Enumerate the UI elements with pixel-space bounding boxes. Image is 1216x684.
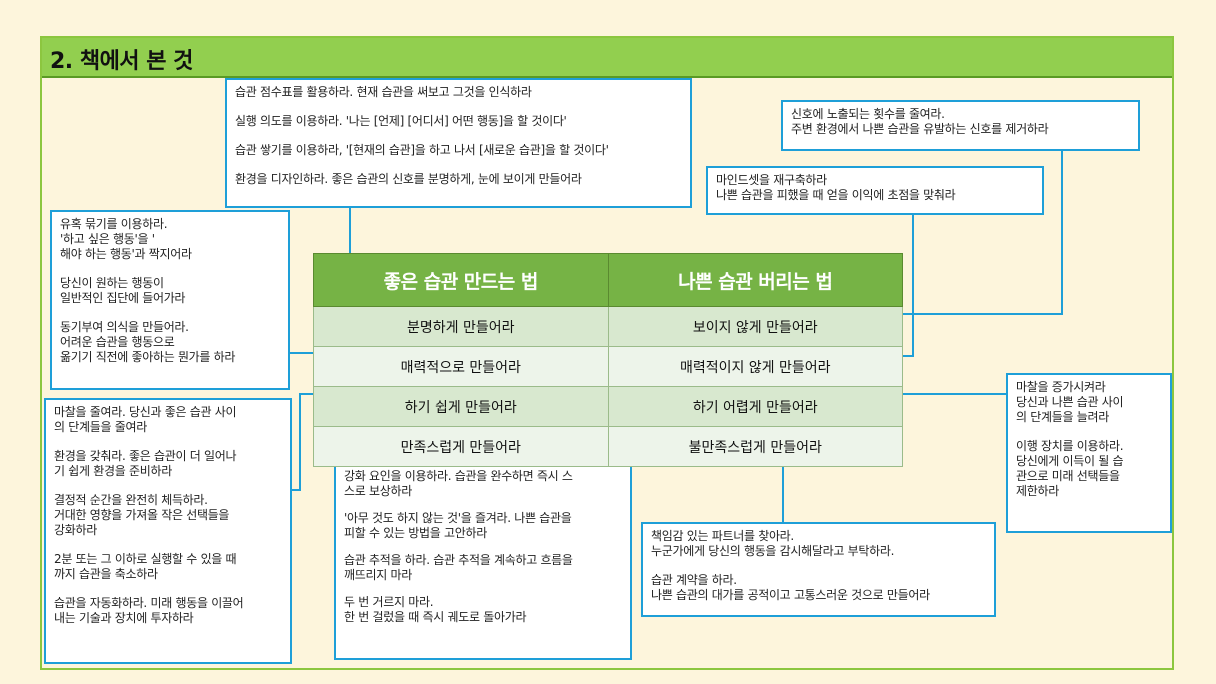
note-line: 습관 점수표를 활용하라. 현재 습관을 써보고 그것을 인식하라 [235,85,532,99]
table-row: 만족스럽게 만들어라 불만족스럽게 만들어라 [313,426,903,467]
note-box-mid-right: 마인드셋을 재구축하라 나쁜 습관을 피했을 때 얻을 이익에 초점을 맞춰라 [706,166,1044,215]
note-box-bottom-center: 강화 요인을 이용하라. 습관을 완수하면 즉시 스 스로 보상하라 '아무 것… [334,462,632,660]
note-line: 마인드셋을 재구축하라 나쁜 습관을 피했을 때 얻을 이익에 초점을 맞춰라 [716,173,956,202]
habit-table: 좋은 습관 만드는 법 나쁜 습관 버리는 법 분명하게 만들어라 보이지 않게… [313,253,903,467]
note-line: 실행 의도를 이용하라. '나는 [언제] [어디서] 어떤 행동]을 할 것이… [235,114,567,128]
note-line: 습관 쌓기를 이용하라, '[현재의 습관]을 하고 나서 [새로운 습관]을 … [235,143,609,157]
note-box-left-bottom: 마찰을 줄여라. 당신과 좋은 습관 사이 의 단계들을 줄여라 환경을 갖춰라… [44,398,292,664]
note-box-far-right: 마찰을 증가시켜라 당신과 나쁜 습관 사이 의 단계들을 늘려라 이행 장치를… [1006,373,1172,533]
table-cell: 하기 어렵게 만들어라 [607,386,903,427]
note-line: '아무 것도 하지 않는 것'을 즐겨라. 나쁜 습관을 피할 수 있는 방법을… [344,511,572,540]
note-line: 책임감 있는 파트너를 찾아라. 누군가에게 당신의 행동을 감시해달라고 부탁… [651,529,895,558]
note-box-top-right: 신호에 노출되는 횟수를 줄여라. 주변 환경에서 나쁜 습관을 유발하는 신호… [781,100,1140,151]
note-line: 유혹 묶기를 이용하라. '하고 싶은 행동'을 ' 해야 하는 행동'과 짝지… [60,217,192,261]
header-bad-habits: 나쁜 습관 버리는 법 [607,253,903,307]
note-box-left-top: 유혹 묶기를 이용하라. '하고 싶은 행동'을 ' 해야 하는 행동'과 짝지… [50,210,290,390]
note-line: 2분 또는 그 이하로 실행할 수 있을 때 까지 습관을 축소하라 [54,552,237,581]
header-good-habits: 좋은 습관 만드는 법 [313,253,609,307]
note-line: 동기부여 의식을 만들어라. 어려운 습관을 행동으로 옮기기 직전에 좋아하는… [60,320,236,364]
table-cell: 매력적이지 않게 만들어라 [607,346,903,387]
note-line: 두 번 거르지 마라. 한 번 걸렀을 때 즉시 궤도로 돌아가라 [344,595,527,624]
table-row: 하기 쉽게 만들어라 하기 어렵게 만들어라 [313,386,903,427]
note-line: 강화 요인을 이용하라. 습관을 완수하면 즉시 스 스로 보상하라 [344,469,573,498]
note-line: 환경을 갖춰라. 좋은 습관이 더 일어나 기 쉽게 환경을 준비하라 [54,449,237,478]
note-line: 습관을 자동화하라. 미래 행동을 이끌어 내는 기술과 장치에 투자하라 [54,596,244,625]
table-cell: 분명하게 만들어라 [313,306,609,347]
note-line: 마찰을 줄여라. 당신과 좋은 습관 사이 의 단계들을 줄여라 [54,405,237,434]
table-row: 분명하게 만들어라 보이지 않게 만들어라 [313,306,903,347]
note-line: 이행 장치를 이용하라. 당신에게 이득이 될 습 관으로 미래 선택들을 제한… [1016,439,1124,498]
table-cell: 불만족스럽게 만들어라 [607,426,903,467]
note-line: 결정적 순간을 완전히 체득하라. 거대한 영향을 가져올 작은 선택들을 강화… [54,493,230,537]
table-cell: 만족스럽게 만들어라 [313,426,609,467]
table-cell: 하기 쉽게 만들어라 [313,386,609,427]
note-line: 습관 추적을 하라. 습관 추적을 계속하고 흐름을 깨뜨리지 마라 [344,553,573,582]
table-row: 매력적으로 만들어라 매력적이지 않게 만들어라 [313,346,903,387]
table-header-row: 좋은 습관 만드는 법 나쁜 습관 버리는 법 [313,253,903,307]
note-box-top-center: 습관 점수표를 활용하라. 현재 습관을 써보고 그것을 인식하라 실행 의도를… [225,78,692,208]
table-cell: 보이지 않게 만들어라 [607,306,903,347]
table-cell: 매력적으로 만들어라 [313,346,609,387]
note-box-bottom-right-mid: 책임감 있는 파트너를 찾아라. 누군가에게 당신의 행동을 감시해달라고 부탁… [641,522,996,617]
section-title: 2. 책에서 본 것 [50,49,193,74]
note-line: 마찰을 증가시켜라 당신과 나쁜 습관 사이 의 단계들을 늘려라 [1016,380,1124,424]
section-header: 2. 책에서 본 것 [42,38,1172,78]
note-line: 당신이 원하는 행동이 일반적인 집단에 들어가라 [60,276,186,305]
note-line: 습관 계약을 하라. 나쁜 습관의 대가를 공적이고 고통스러운 것으로 만들어… [651,573,930,602]
note-line: 환경을 디자인하라. 좋은 습관의 신호를 분명하게, 눈에 보이게 만들어라 [235,172,582,186]
note-line: 신호에 노출되는 횟수를 줄여라. 주변 환경에서 나쁜 습관을 유발하는 신호… [791,107,1049,136]
